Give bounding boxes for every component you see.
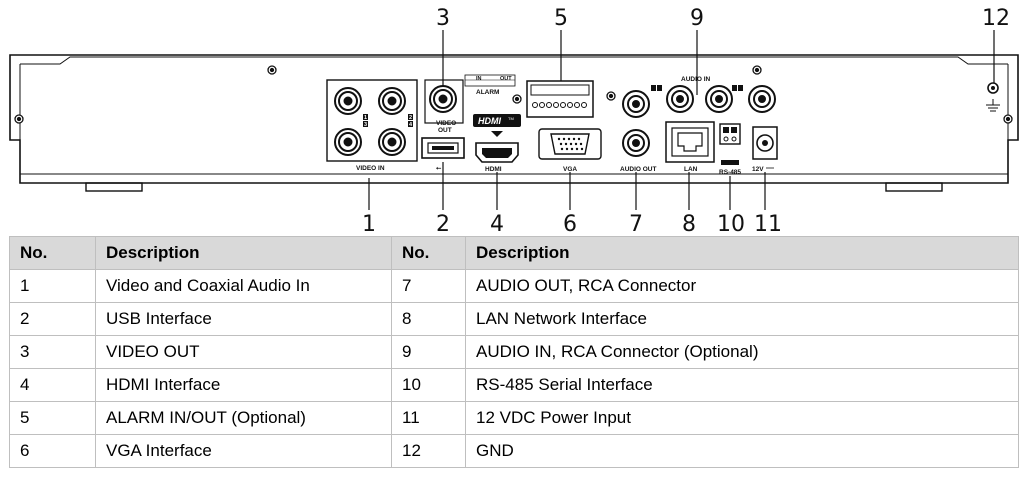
callout-3: 3 <box>436 6 450 31</box>
cell-no: 12 <box>391 434 466 468</box>
vga-label: VGA <box>563 166 577 173</box>
table-row: 3 VIDEO OUT 9 AUDIO IN, RCA Connector (O… <box>9 335 1019 369</box>
alarm-label-box: IN OUT ALARM <box>464 74 516 96</box>
leader-lines <box>368 30 995 210</box>
cell-description: Video and Coaxial Audio In <box>95 269 392 303</box>
hdmi-badge: HDMI <box>478 116 501 126</box>
cell-no: 10 <box>391 368 466 402</box>
dc-power-jack: 12V <box>752 126 778 173</box>
lan-port: LAN <box>665 121 715 173</box>
header-description-left: Description <box>95 236 392 270</box>
usb-icon: ⭠ <box>436 165 442 172</box>
dc12v-label: 12V <box>752 166 764 173</box>
video-out-label-1: VIDEO <box>436 120 456 127</box>
cell-no: 9 <box>391 335 466 369</box>
cell-no: 1 <box>9 269 96 303</box>
header-description-right: Description <box>465 236 1019 270</box>
callout-11: 11 <box>754 212 782 236</box>
cell-no: 5 <box>9 401 96 435</box>
cell-description: GND <box>465 434 1019 468</box>
vga-port: VGA <box>538 128 602 173</box>
callout-2: 2 <box>436 212 450 236</box>
alarm-in-label: IN <box>476 76 482 82</box>
cell-description: HDMI Interface <box>95 368 392 402</box>
table-row: 2 USB Interface 8 LAN Network Interface <box>9 302 1019 336</box>
header-no-right: No. <box>391 236 466 270</box>
alarm-out-label: OUT <box>500 76 512 82</box>
left-foot <box>85 182 143 192</box>
video-in-label: VIDEO IN <box>356 165 385 172</box>
rs485-label: RS-485 <box>719 169 741 176</box>
ch3-label: 3 <box>364 122 367 128</box>
table-row: 4 HDMI Interface 10 RS-485 Serial Interf… <box>9 368 1019 402</box>
ch4-label: 4 <box>409 122 413 128</box>
callout-6: 6 <box>563 212 577 236</box>
usb-port: ⭠ <box>421 137 465 172</box>
callout-5: 5 <box>554 6 568 31</box>
cell-description: RS-485 Serial Interface <box>465 368 1019 402</box>
cell-description: AUDIO IN, RCA Connector (Optional) <box>465 335 1019 369</box>
alarm-terminal-block <box>526 80 594 118</box>
table-header-row: No. Description No. Description <box>9 236 1019 270</box>
audio-in-rca-group <box>622 85 776 118</box>
callout-10: 10 <box>717 212 745 236</box>
callout-12: 12 <box>982 6 1010 31</box>
cell-description: USB Interface <box>95 302 392 336</box>
port-description-table: No. Description No. Description 1 Video … <box>9 236 1019 468</box>
cell-no: 3 <box>9 335 96 369</box>
video-in-bnc-group: 1 3 2 4 VIDEO IN <box>326 79 418 172</box>
cell-no: 6 <box>9 434 96 468</box>
lan-label: LAN <box>684 166 698 173</box>
callout-7: 7 <box>629 212 643 236</box>
cell-no: 4 <box>9 368 96 402</box>
callout-4: 4 <box>490 212 504 236</box>
header-no-left: No. <box>9 236 96 270</box>
cell-description: VGA Interface <box>95 434 392 468</box>
gnd-screw <box>986 82 1000 112</box>
cell-no: 7 <box>391 269 466 303</box>
ch1-label: 1 <box>364 115 367 121</box>
cell-description: ALARM IN/OUT (Optional) <box>95 401 392 435</box>
callout-8: 8 <box>682 212 696 236</box>
table-row: 6 VGA Interface 12 GND <box>9 434 1019 468</box>
cell-description: LAN Network Interface <box>465 302 1019 336</box>
audio-out-label: AUDIO OUT <box>620 166 657 173</box>
callout-9: 9 <box>690 6 704 31</box>
callouts: 3 5 9 12 1 2 4 6 7 8 10 11 <box>362 6 1010 236</box>
video-out-bnc <box>424 79 464 124</box>
ch2-label: 2 <box>409 115 412 121</box>
cell-no: 2 <box>9 302 96 336</box>
table-row: 5 ALARM IN/OUT (Optional) 11 12 VDC Powe… <box>9 401 1019 435</box>
hdmi-label: HDMI <box>485 166 502 173</box>
callout-1: 1 <box>362 212 376 236</box>
cell-no: 11 <box>391 401 466 435</box>
hdmi-tm: TM <box>508 116 514 121</box>
chassis <box>9 54 1019 184</box>
cell-description: AUDIO OUT, RCA Connector <box>465 269 1019 303</box>
audio-out-rca <box>622 129 650 157</box>
audio-in-label: AUDIO IN <box>681 76 711 83</box>
screws <box>14 65 1013 124</box>
table-row: 1 Video and Coaxial Audio In 7 AUDIO OUT… <box>9 269 1019 303</box>
right-foot <box>885 182 943 192</box>
rear-panel-diagram: 1 3 2 4 VIDEO IN VIDEO OUT ⭠ IN OUT ALAR… <box>0 0 1028 236</box>
video-out-label-2: OUT <box>438 127 452 134</box>
cell-description: VIDEO OUT <box>95 335 392 369</box>
hdmi-port: HDMI TM HDMI <box>473 114 521 173</box>
cell-description: 12 VDC Power Input <box>465 401 1019 435</box>
cell-no: 8 <box>391 302 466 336</box>
alarm-label: ALARM <box>476 89 499 96</box>
rs485-terminal: RS-485 <box>719 123 741 176</box>
